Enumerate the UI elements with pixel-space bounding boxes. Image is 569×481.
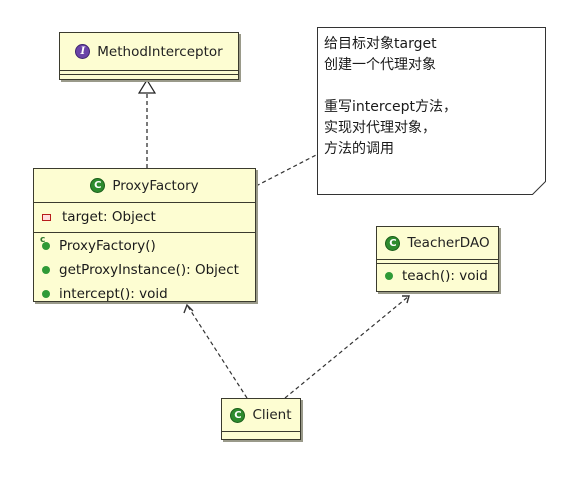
note-line: 创建一个代理对象 [324, 57, 436, 73]
note-line: 方法的调用 [324, 141, 394, 157]
interface-icon: I [75, 44, 91, 59]
class-icon: C [385, 235, 401, 251]
client-class[interactable]: C Client [221, 398, 301, 440]
note-line: 重写intercept方法， [324, 99, 457, 115]
interface-divider [60, 70, 238, 74]
method-label: ProxyFactory() [59, 238, 156, 254]
method-label: intercept(): void [59, 286, 168, 302]
method-label: teach(): void [402, 268, 488, 284]
client-proxyfactory-arrowhead [183, 303, 194, 314]
proxy-factory-class[interactable]: C ProxyFactory target: Object c ProxyFac… [33, 168, 256, 302]
method-row: getProxyInstance(): Object [34, 258, 255, 282]
note-anchor-line [255, 152, 321, 187]
teacher-dao-name: TeacherDAO [407, 235, 490, 251]
teacher-dao-class[interactable]: C TeacherDAO teach(): void [376, 226, 499, 292]
method-row: c ProxyFactory() [34, 234, 255, 258]
class-icon: C [230, 407, 246, 423]
client-proxyfactory-dependency [186, 304, 248, 399]
field-row: target: Object [34, 205, 255, 229]
teacher-dao-methods: teach(): void [377, 263, 498, 288]
note-fold-corner [532, 181, 546, 195]
note-line: 给目标对象target [324, 36, 437, 52]
client-teacherdao-arrowhead [402, 295, 410, 304]
field-label: target: Object [62, 209, 156, 225]
interface-name: MethodInterceptor [97, 43, 223, 60]
private-field-icon [42, 213, 51, 221]
public-method-icon [42, 266, 50, 274]
class-icon: C [90, 178, 106, 193]
teacher-dao-header: C TeacherDAO [377, 227, 498, 259]
proxy-factory-fields: target: Object [34, 202, 255, 232]
constructor-icon: c [40, 235, 50, 250]
interface-header: I MethodInterceptor [60, 33, 238, 70]
note-line: 实现对代理对象， [324, 120, 436, 136]
client-header: C Client [222, 399, 300, 431]
method-row: intercept(): void [34, 282, 255, 306]
public-method-icon [42, 290, 50, 298]
method-label: getProxyInstance(): Object [59, 262, 239, 278]
teacher-dao-fields [377, 259, 498, 263]
proxy-factory-methods: c ProxyFactory() getProxyInstance(): Obj… [34, 232, 255, 309]
proxy-factory-name: ProxyFactory [112, 177, 199, 194]
note[interactable]: 给目标对象target 创建一个代理对象 重写intercept方法， 实现对代… [317, 27, 546, 195]
client-teacherdao-dependency [284, 295, 410, 399]
note-blank-line [324, 76, 545, 97]
method-row: teach(): void [377, 264, 498, 288]
interface-divider-2 [60, 74, 238, 78]
proxy-factory-header: C ProxyFactory [34, 169, 255, 202]
method-interceptor-interface[interactable]: I MethodInterceptor [59, 32, 239, 80]
realization-arrowhead [137, 78, 157, 94]
client-divider [222, 431, 300, 435]
public-method-icon [385, 272, 393, 280]
client-name: Client [252, 407, 292, 423]
